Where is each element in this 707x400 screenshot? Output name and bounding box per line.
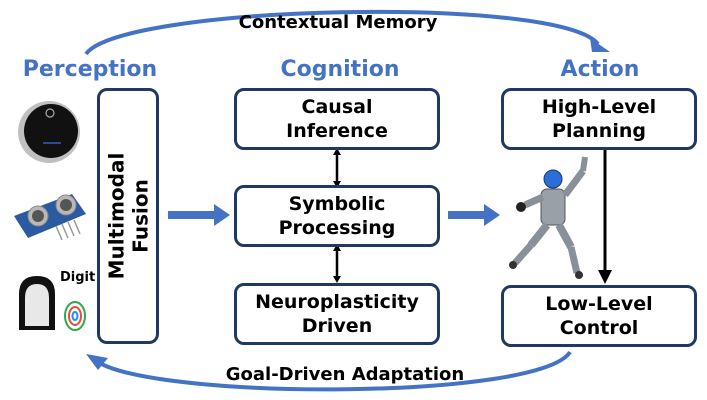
humanoid-robot-icon	[505, 155, 605, 280]
causal-symbolic-head-up	[333, 148, 341, 155]
cognition-to-action-arrow	[448, 211, 486, 219]
symbolic-neuro-head-up	[333, 244, 341, 251]
low-level-control-line1: Low-Level	[545, 293, 653, 315]
perception-heading: Perception	[22, 57, 158, 82]
high-level-planning-line2: Planning	[552, 120, 646, 142]
digit-label: Digit	[60, 270, 96, 285]
symbolic-processing-line2: Processing	[278, 217, 396, 239]
causal-symbolic-head-down	[333, 181, 341, 188]
cognition-heading: Cognition	[280, 57, 400, 82]
perception-to-cognition-arrowhead	[214, 204, 230, 226]
symbolic-neuro-head-down	[333, 276, 341, 283]
multimodal-fusion-box: Multimodal Fusion	[97, 88, 159, 344]
fusion-line2: Fusion	[128, 179, 153, 253]
fusion-line1: Multimodal	[104, 152, 129, 280]
multimodal-fusion-text: Multimodal Fusion	[104, 153, 152, 280]
causal-inference-line2: Inference	[286, 120, 388, 142]
perception-to-cognition-arrow	[168, 211, 216, 219]
camera-sensor-icon	[15, 98, 83, 166]
contextual-memory-arrowhead	[590, 38, 610, 52]
contextual-memory-arrow	[84, 9, 600, 56]
planning-to-control-head	[598, 270, 612, 284]
high-level-planning-line1: High-Level	[541, 96, 657, 118]
symbolic-processing-line1: Symbolic	[288, 193, 386, 215]
contextual-memory-label: Contextual Memory	[238, 12, 438, 33]
causal-inference-line1: Causal	[301, 96, 373, 118]
neuroplasticity-driven-line1: Neuroplasticity	[255, 291, 419, 313]
tactile-sensor-icon	[15, 272, 100, 334]
goal-driven-adaptation-label: Goal-Driven Adaptation	[225, 364, 465, 385]
ultrasonic-sensor-icon	[12, 186, 88, 246]
cognition-to-action-arrowhead	[484, 204, 500, 226]
action-heading: Action	[560, 57, 640, 82]
neuroplasticity-driven-line2: Driven	[301, 315, 373, 337]
low-level-control-line2: Control	[559, 317, 639, 339]
goal-driven-arrowhead	[86, 354, 108, 370]
goal-driven-arrow	[96, 350, 572, 392]
